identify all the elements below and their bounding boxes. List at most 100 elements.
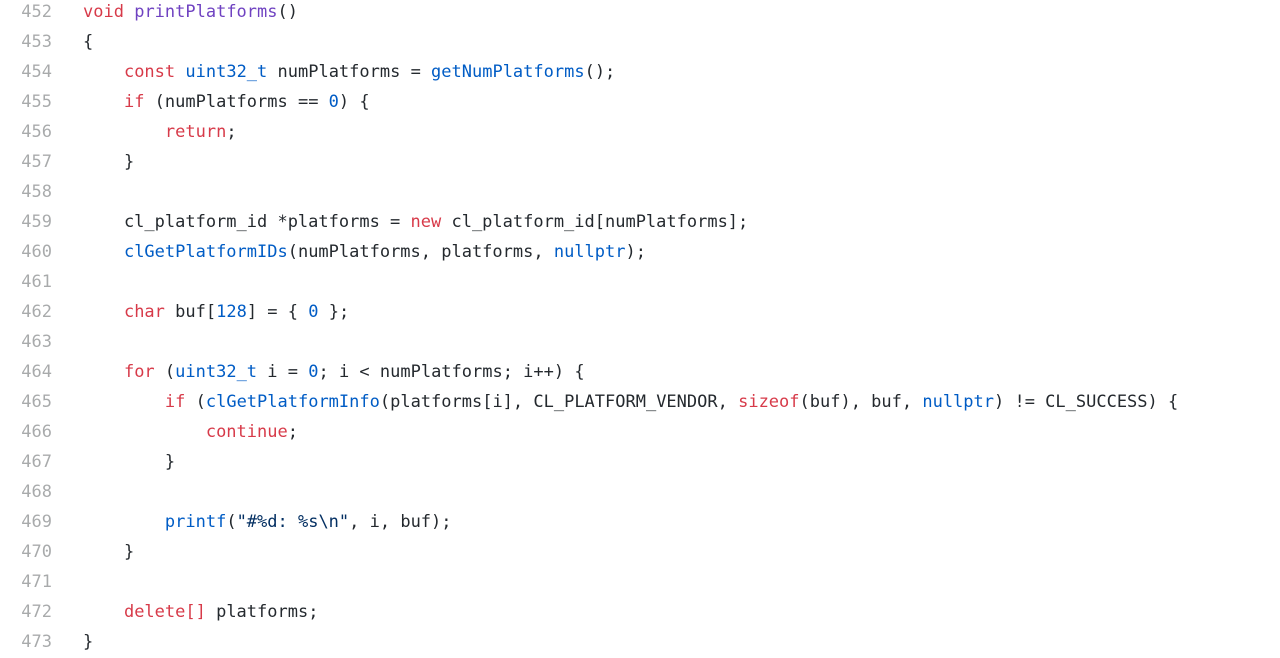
- line-number[interactable]: 464: [21, 362, 52, 382]
- code-token: );: [625, 242, 646, 262]
- code-token: [124, 2, 134, 22]
- line-code: }: [52, 537, 1280, 567]
- code-token: ) != CL_SUCCESS) {: [994, 392, 1179, 412]
- line-number[interactable]: 454: [21, 62, 52, 82]
- line-number[interactable]: 458: [21, 182, 52, 202]
- line-number[interactable]: 471: [21, 572, 52, 592]
- code-token: [83, 602, 124, 622]
- code-line: 465 if (clGetPlatformInfo(platforms[i], …: [0, 387, 1280, 417]
- code-line: 468: [0, 477, 1280, 507]
- code-token: sizeof: [738, 392, 800, 412]
- code-token: numPlatforms =: [267, 62, 432, 82]
- line-number[interactable]: 468: [21, 482, 52, 502]
- code-token: new: [410, 212, 442, 232]
- code-line: 467 }: [0, 447, 1280, 477]
- line-number[interactable]: 459: [21, 212, 52, 232]
- line-code: }: [52, 447, 1280, 477]
- line-code: void printPlatforms(): [52, 0, 1280, 27]
- code-token: (): [277, 2, 298, 22]
- line-number[interactable]: 466: [21, 422, 52, 442]
- code-line: 459 cl_platform_id *platforms = new cl_p…: [0, 207, 1280, 237]
- code-token: 0: [328, 92, 339, 112]
- code-token: ();: [584, 62, 616, 82]
- code-token: printPlatforms: [134, 2, 278, 22]
- line-code: cl_platform_id *platforms = new cl_platf…: [52, 207, 1280, 237]
- code-token: }: [83, 452, 176, 472]
- code-token: i =: [257, 362, 309, 382]
- code-token: (numPlatforms, platforms,: [287, 242, 554, 262]
- line-number[interactable]: 470: [21, 542, 52, 562]
- code-token: [83, 422, 206, 442]
- code-line: 463: [0, 327, 1280, 357]
- code-line: 462 char buf[128] = { 0 };: [0, 297, 1280, 327]
- code-token: nullptr: [553, 242, 626, 262]
- line-number[interactable]: 452: [21, 2, 52, 22]
- line-code: const uint32_t numPlatforms = getNumPlat…: [52, 57, 1280, 87]
- code-token: return: [164, 122, 227, 142]
- line-number[interactable]: 469: [21, 512, 52, 532]
- line-number[interactable]: 462: [21, 302, 52, 322]
- line-code: {: [52, 27, 1280, 57]
- code-line: 473}: [0, 627, 1280, 657]
- code-token: ;: [226, 122, 237, 142]
- code-token: 0: [308, 362, 319, 382]
- line-code: printf("#%d: %s\n", i, buf);: [52, 507, 1280, 537]
- code-token: uint32_t: [175, 362, 258, 382]
- line-code: char buf[128] = { 0 };: [52, 297, 1280, 327]
- line-number[interactable]: 472: [21, 602, 52, 622]
- code-token: if: [123, 92, 145, 112]
- code-token: buf[: [164, 302, 217, 322]
- code-token: (: [226, 512, 237, 532]
- line-number[interactable]: 456: [21, 122, 52, 142]
- line-number[interactable]: 473: [21, 632, 52, 652]
- line-code: delete[] platforms;: [52, 597, 1280, 627]
- code-token: nullptr: [922, 392, 994, 412]
- line-code: if (clGetPlatformInfo(platforms[i], CL_P…: [52, 387, 1280, 417]
- line-number[interactable]: 461: [21, 272, 52, 292]
- line-code: [52, 477, 1280, 507]
- code-token: [83, 242, 124, 262]
- code-token: (platforms[i], CL_PLATFORM_VENDOR,: [379, 392, 739, 412]
- code-line: 457 }: [0, 147, 1280, 177]
- line-number[interactable]: 467: [21, 452, 52, 472]
- code-token: 0: [308, 302, 319, 322]
- code-token: const: [123, 62, 176, 82]
- line-number[interactable]: 465: [21, 392, 52, 412]
- line-code: for (uint32_t i = 0; i < numPlatforms; i…: [52, 357, 1280, 387]
- line-code: continue;: [52, 417, 1280, 447]
- code-token: }: [83, 152, 135, 172]
- code-token: [83, 302, 124, 322]
- code-token: continue: [205, 422, 288, 442]
- code-token: printf: [164, 512, 227, 532]
- line-code: [52, 567, 1280, 597]
- code-token: cl_platform_id[numPlatforms];: [441, 212, 749, 232]
- code-token: }: [83, 632, 94, 652]
- line-code: [52, 267, 1280, 297]
- code-token: (buf), buf,: [799, 392, 923, 412]
- code-line: 461: [0, 267, 1280, 297]
- code-token: (: [185, 392, 206, 412]
- code-token: platforms;: [205, 602, 319, 622]
- code-token: {: [83, 32, 94, 52]
- code-line: 453 {: [0, 27, 1280, 57]
- code-token: [175, 62, 185, 82]
- code-token: [83, 392, 165, 412]
- code-token: delete[]: [123, 602, 206, 622]
- line-number[interactable]: 455: [21, 92, 52, 112]
- code-token: 128: [216, 302, 247, 322]
- line-code: }: [52, 147, 1280, 177]
- line-number[interactable]: 453: [21, 32, 52, 52]
- line-code: if (numPlatforms == 0) {: [52, 87, 1280, 117]
- line-number[interactable]: 463: [21, 332, 52, 352]
- code-token: cl_platform_id *platforms =: [83, 212, 411, 232]
- code-token: };: [318, 302, 350, 322]
- line-number[interactable]: 460: [21, 242, 52, 262]
- line-number[interactable]: 457: [21, 152, 52, 172]
- code-token: [83, 92, 124, 112]
- code-token: ) {: [338, 92, 370, 112]
- line-code: }: [52, 627, 1280, 657]
- code-token: , i, buf);: [349, 512, 452, 532]
- code-token: ; i < numPlatforms; i++) {: [318, 362, 585, 382]
